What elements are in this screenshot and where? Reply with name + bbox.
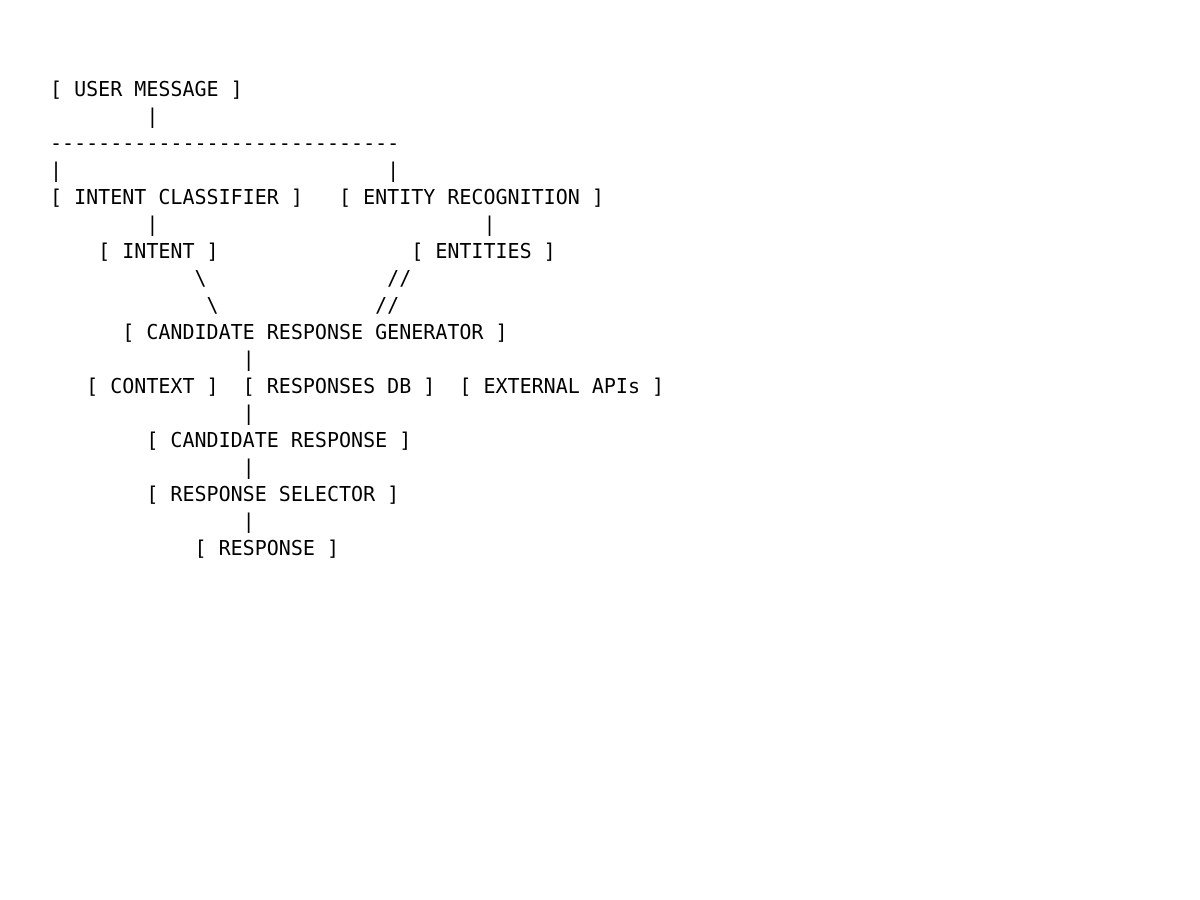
connector: | <box>50 401 255 425</box>
connector: | | <box>50 158 400 182</box>
connector: | <box>50 347 255 371</box>
node-candidate-response: [ CANDIDATE RESPONSE ] <box>50 428 412 452</box>
node-response: [ RESPONSE ] <box>50 536 339 560</box>
node-intent-classifier-entity-recognition: [ INTENT CLASSIFIER ] [ ENTITY RECOGNITI… <box>50 185 604 209</box>
connector: | <box>50 509 255 533</box>
ascii-flow-diagram: [ USER MESSAGE ] | ----------------------… <box>50 76 664 562</box>
node-user-message: [ USER MESSAGE ] <box>50 77 243 101</box>
node-intent-entities: [ INTENT ] [ ENTITIES ] <box>50 239 556 263</box>
connector: | <box>50 104 159 128</box>
node-response-selector: [ RESPONSE SELECTOR ] <box>50 482 400 506</box>
connector: | | <box>50 212 496 236</box>
node-context-db-apis: [ CONTEXT ] [ RESPONSES DB ] [ EXTERNAL … <box>50 374 665 398</box>
connector-diagonal: \ // <box>50 293 400 317</box>
node-candidate-response-generator: [ CANDIDATE RESPONSE GENERATOR ] <box>50 320 508 344</box>
connector-diagonal: \ // <box>50 266 412 290</box>
branch-line: ----------------------------- <box>50 131 400 155</box>
connector: | <box>50 455 255 479</box>
